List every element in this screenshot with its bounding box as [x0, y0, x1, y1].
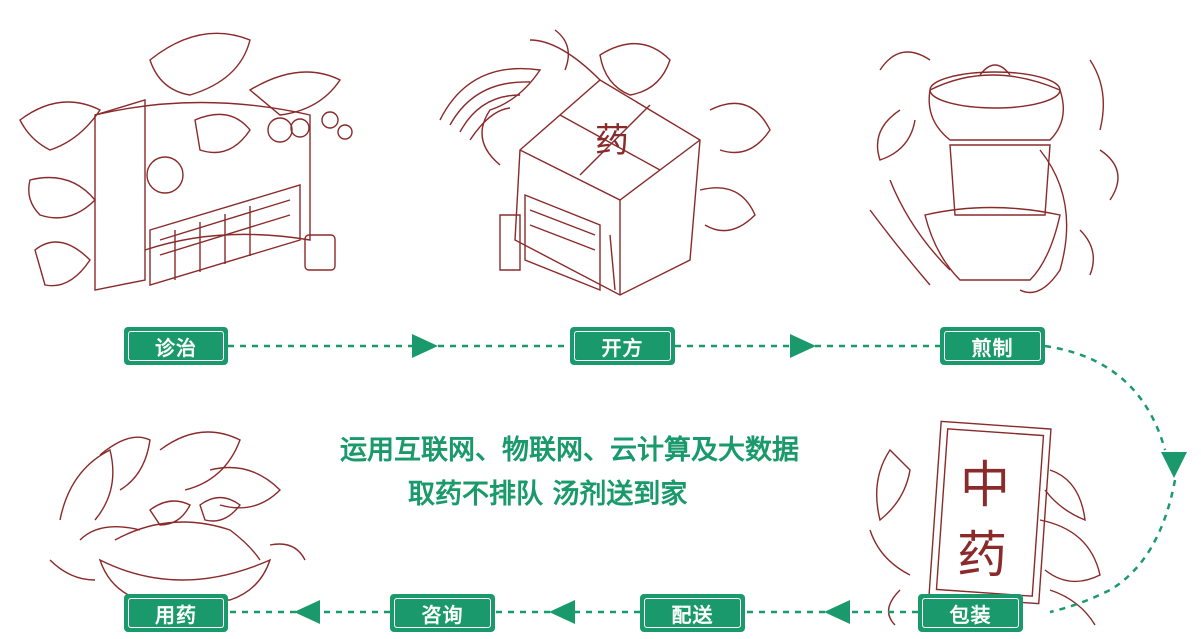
step-label: 包装: [949, 602, 992, 627]
arrow-down-icon: [1161, 452, 1187, 478]
arrow-right-icon: [790, 334, 816, 358]
box-char-bottom: 药: [957, 526, 1007, 584]
step-label: 用药: [155, 602, 197, 627]
box-char-top: 中: [960, 456, 1010, 514]
step-label: 诊治: [155, 335, 197, 360]
decoction-illustration: [869, 51, 1119, 294]
step-label: 咨询: [421, 602, 464, 627]
flow-connectors: [228, 344, 1177, 614]
step-diagnosis: 诊治: [124, 327, 228, 365]
clinic-illustration: [19, 32, 353, 291]
herb-bowl-illustration: [49, 431, 306, 601]
slogan-line-2: 取药不排队 汤剂送到家: [408, 479, 688, 510]
step-label: 煎制: [971, 335, 1014, 360]
step-label: 开方: [601, 335, 644, 360]
arrow-left-icon: [294, 600, 320, 624]
step-decoction: 煎制: [940, 327, 1045, 365]
arrow-left-icon: [824, 600, 850, 624]
slogan-line-1: 运用互联网、物联网、云计算及大数据: [340, 435, 799, 466]
step-consultation: 咨询: [390, 594, 495, 632]
step-prescription: 开方: [570, 327, 675, 365]
arrow-left-icon: [549, 600, 575, 624]
flow-arrows: [294, 334, 1187, 624]
arrow-right-icon: [412, 334, 438, 358]
package-char: 药: [595, 121, 629, 161]
step-label: 配送: [671, 602, 714, 627]
step-packaging: 包装: [918, 594, 1023, 632]
package-illustration: [439, 29, 771, 296]
step-delivery: 配送: [640, 594, 745, 632]
step-medication: 用药: [124, 594, 228, 632]
